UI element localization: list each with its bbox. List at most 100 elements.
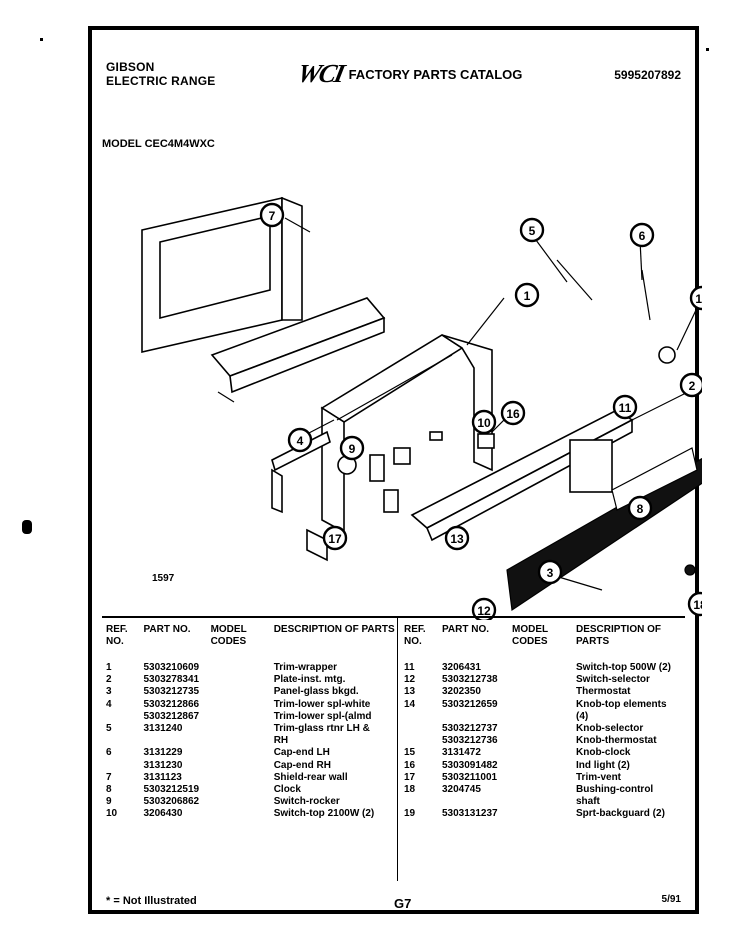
header-description: DESCRIPTION OF PARTS (576, 624, 662, 647)
figure-number: 1597 (152, 573, 175, 584)
part-no-cell: 5303131237 (442, 808, 498, 820)
svg-text:6: 6 (639, 229, 646, 243)
ref-no-cell: 12 (404, 674, 416, 686)
part-no-cell (143, 735, 210, 747)
part-no-cell: 5303212866 (143, 698, 200, 710)
part-no-cell (442, 796, 512, 808)
description-cell: Switch-rocker (273, 796, 340, 808)
callout-18: 18 (687, 591, 702, 617)
description-cell: Knob-top elements (576, 698, 667, 710)
catalog-page: GIBSON ELECTRIC RANGE WCI FACTORY PARTS … (88, 26, 702, 914)
model-code-cell (512, 699, 576, 711)
svg-text:3: 3 (547, 566, 554, 580)
ref-no-cell: 6 (106, 747, 112, 759)
ref-no-cell: 10 (106, 808, 118, 820)
table-row: (4) (404, 711, 694, 723)
part-no-cell: 5303210609 (143, 662, 200, 673)
description-cell: Panel-glass bkgd. (273, 686, 359, 698)
part-no-cell: 5303212867 (143, 710, 200, 722)
header-part-no: PART NO. (442, 624, 490, 635)
svg-text:9: 9 (349, 442, 356, 456)
parts-table-left: REF. NO. PART NO. MODEL CODES DESCRIPTIO… (106, 624, 396, 821)
part-no-cell: 3206430 (143, 808, 183, 820)
description-cell: (4) (576, 710, 589, 722)
model-code-cell (211, 674, 274, 686)
part-no-cell: 5303091482 (442, 759, 498, 771)
small-parts (556, 259, 696, 576)
callout-11: 11 (612, 394, 638, 420)
model-code-cell (512, 723, 576, 735)
not-illustrated-note: * = Not Illustrated (106, 895, 197, 907)
scan-speck (22, 520, 32, 534)
part-no-cell: 5303206862 (143, 796, 200, 808)
description-cell: Cap-end RH (273, 759, 331, 771)
model-code-cell (211, 735, 274, 747)
table-row: shaft (404, 796, 694, 808)
svg-text:7: 7 (269, 209, 276, 223)
brand-name: GIBSON (106, 60, 155, 74)
model-code-cell (211, 723, 274, 735)
model-code-cell (211, 784, 274, 796)
description-cell: Trim-lower spl-(almd (273, 710, 372, 722)
part-no-cell: 5303212737 (442, 723, 498, 735)
description-cell: Trim-glass rtnr LH & (273, 723, 370, 735)
model-code-cell (211, 686, 274, 698)
svg-text:8: 8 (637, 502, 644, 516)
table-center-rule (397, 616, 398, 881)
ref-no-cell: 11 (404, 662, 415, 673)
header-model-codes: MODEL CODES (512, 624, 548, 647)
part-no-cell: 3131240 (143, 723, 183, 735)
callout-17: 17 (322, 525, 348, 551)
part-no-cell: 3131123 (143, 771, 182, 783)
model-code-cell (512, 735, 576, 747)
model-code-cell (211, 808, 274, 820)
ref-no-cell: 1 (106, 662, 112, 673)
part-no-cell (442, 711, 512, 723)
part-no-cell: 3204745 (442, 784, 481, 796)
ref-no-cell (106, 711, 143, 723)
header-part-no: PART NO. (143, 624, 191, 635)
callout-10: 10 (471, 409, 497, 435)
description-cell: Trim-vent (576, 771, 622, 783)
ref-no-cell: 18 (404, 784, 416, 796)
callout-13: 13 (444, 525, 470, 551)
header-ref-no: REF. NO. (106, 624, 128, 647)
svg-text:10: 10 (477, 416, 491, 430)
part-no-cell: 5303278341 (143, 674, 200, 686)
svg-text:18: 18 (693, 598, 702, 612)
model-code-cell (512, 772, 576, 784)
callout-2: 2 (679, 372, 702, 398)
model-code-cell (512, 674, 576, 686)
part-no-cell: 3202350 (442, 686, 481, 698)
ref-no-cell: 8 (106, 784, 112, 796)
description-cell: Switch-selector (576, 674, 650, 686)
svg-text:5: 5 (529, 224, 536, 238)
part-no-cell: 5303212519 (143, 784, 200, 796)
product-name: ELECTRIC RANGE (106, 74, 216, 88)
description-cell: Ind light (2) (576, 759, 630, 771)
description-cell: shaft (576, 796, 600, 808)
callout-12: 12 (471, 597, 497, 620)
parts-table-right: REF. NO. PART NO. MODEL CODES DESCRIPTIO… (404, 624, 694, 821)
ref-no-cell: 14 (404, 698, 416, 710)
model-code-cell (211, 772, 274, 784)
callout-3: 3 (537, 559, 563, 585)
part-no-cell: 3131229 (143, 747, 183, 759)
